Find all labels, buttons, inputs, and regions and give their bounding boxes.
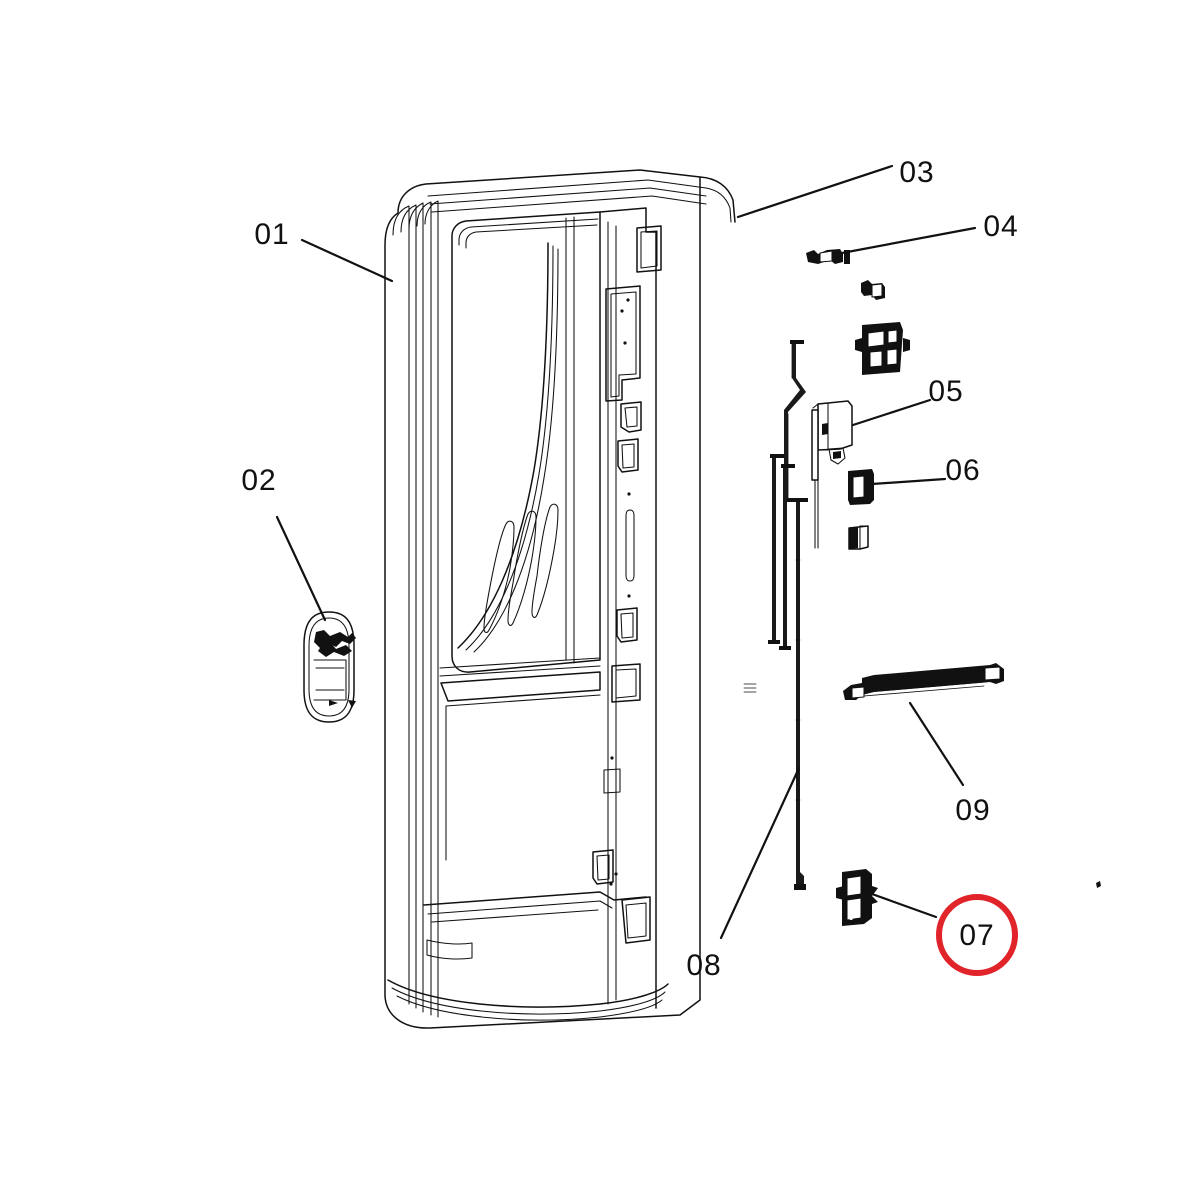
callout-label-01: 01 bbox=[254, 218, 289, 251]
part-lock-cylinder-assembly bbox=[303, 611, 356, 723]
callout-08[interactable]: 08 bbox=[686, 949, 721, 982]
callout-label-07: 07 bbox=[959, 919, 994, 952]
leader-line-03 bbox=[736, 164, 894, 219]
part-latch-actuator bbox=[811, 400, 853, 549]
callout-label-05: 05 bbox=[928, 375, 963, 408]
callout-label-09: 09 bbox=[955, 794, 990, 827]
part-window-regulator-rail bbox=[843, 663, 1004, 700]
part-lock-actuator-motor bbox=[836, 869, 878, 926]
part-lock-mechanism-body bbox=[855, 322, 910, 375]
leader-line-09 bbox=[908, 701, 965, 787]
callout-02[interactable]: 02 bbox=[241, 464, 276, 497]
callout-03[interactable]: 03 bbox=[899, 156, 934, 189]
callout-01[interactable]: 01 bbox=[254, 218, 289, 251]
callout-07[interactable]: 07 bbox=[936, 894, 1018, 976]
leader-line-05 bbox=[851, 398, 932, 427]
part-clip-connector-set bbox=[806, 249, 885, 300]
leader-line-08 bbox=[719, 766, 801, 940]
callout-05[interactable]: 05 bbox=[928, 375, 963, 408]
leader-line-04 bbox=[840, 226, 977, 255]
callout-labels: 01 02 03 04 05 06 07 08 09 bbox=[241, 156, 1018, 982]
part-striker-catch bbox=[848, 469, 874, 550]
callout-label-02: 02 bbox=[241, 464, 276, 497]
callout-06[interactable]: 06 bbox=[945, 454, 980, 487]
callout-label-03: 03 bbox=[899, 156, 934, 189]
callout-04[interactable]: 04 bbox=[983, 210, 1018, 243]
stray-mark bbox=[1096, 881, 1101, 888]
callout-label-06: 06 bbox=[945, 454, 980, 487]
highlight-circle-07 bbox=[936, 894, 1018, 976]
leader-line-01 bbox=[300, 238, 394, 283]
leader-line-06 bbox=[870, 477, 947, 486]
callout-label-08: 08 bbox=[686, 949, 721, 982]
callout-leader-lines bbox=[275, 164, 977, 940]
callout-label-04: 04 bbox=[983, 210, 1018, 243]
part-control-rod-linkage-set bbox=[743, 340, 808, 890]
part-door-panel-outer bbox=[384, 169, 736, 1029]
leader-line-02 bbox=[275, 515, 327, 622]
leader-line-07 bbox=[870, 892, 938, 919]
callout-09[interactable]: 09 bbox=[955, 794, 990, 827]
